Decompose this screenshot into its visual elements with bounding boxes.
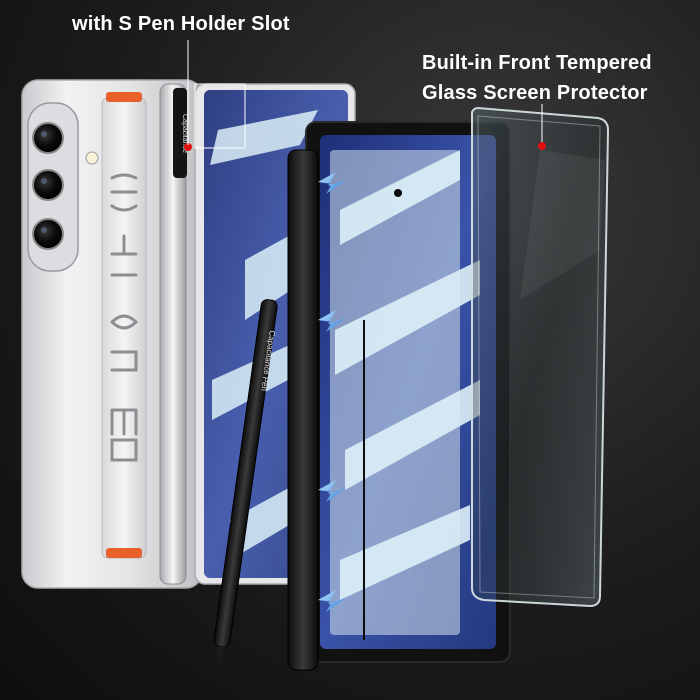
strap-clip-bottom [106,548,142,558]
pen-holder-slot [173,88,187,178]
pen-slot-marker [184,143,192,151]
hinge-spine [159,83,187,585]
strap-clip-top [106,92,142,102]
flash-icon [85,151,99,165]
pen-slot-callout-box [194,83,246,149]
inner-frame [305,121,511,663]
front-camera-icon [394,189,402,197]
pen-holder-bar [287,149,346,671]
magnet-bolt-icon [318,172,346,612]
camera-lens-3 [32,218,64,250]
phone-case-back: Capacitance [21,79,203,589]
glass-marker [538,142,546,150]
glass-protector-caption: Built-in Front Tempered Glass Screen Pro… [422,48,652,108]
pen-slot-caption: with S Pen Holder Slot [72,13,290,35]
camera-lens-1 [32,122,64,154]
hand-strap [101,92,147,559]
glass-caption-line-2: Glass Screen Protector [422,82,648,104]
glass-caption-line-1: Built-in Front Tempered [422,52,652,74]
slot-pen-text: Capacitance [181,114,188,153]
tempered-glass-protector [471,104,610,608]
camera-lens-2 [32,169,64,201]
